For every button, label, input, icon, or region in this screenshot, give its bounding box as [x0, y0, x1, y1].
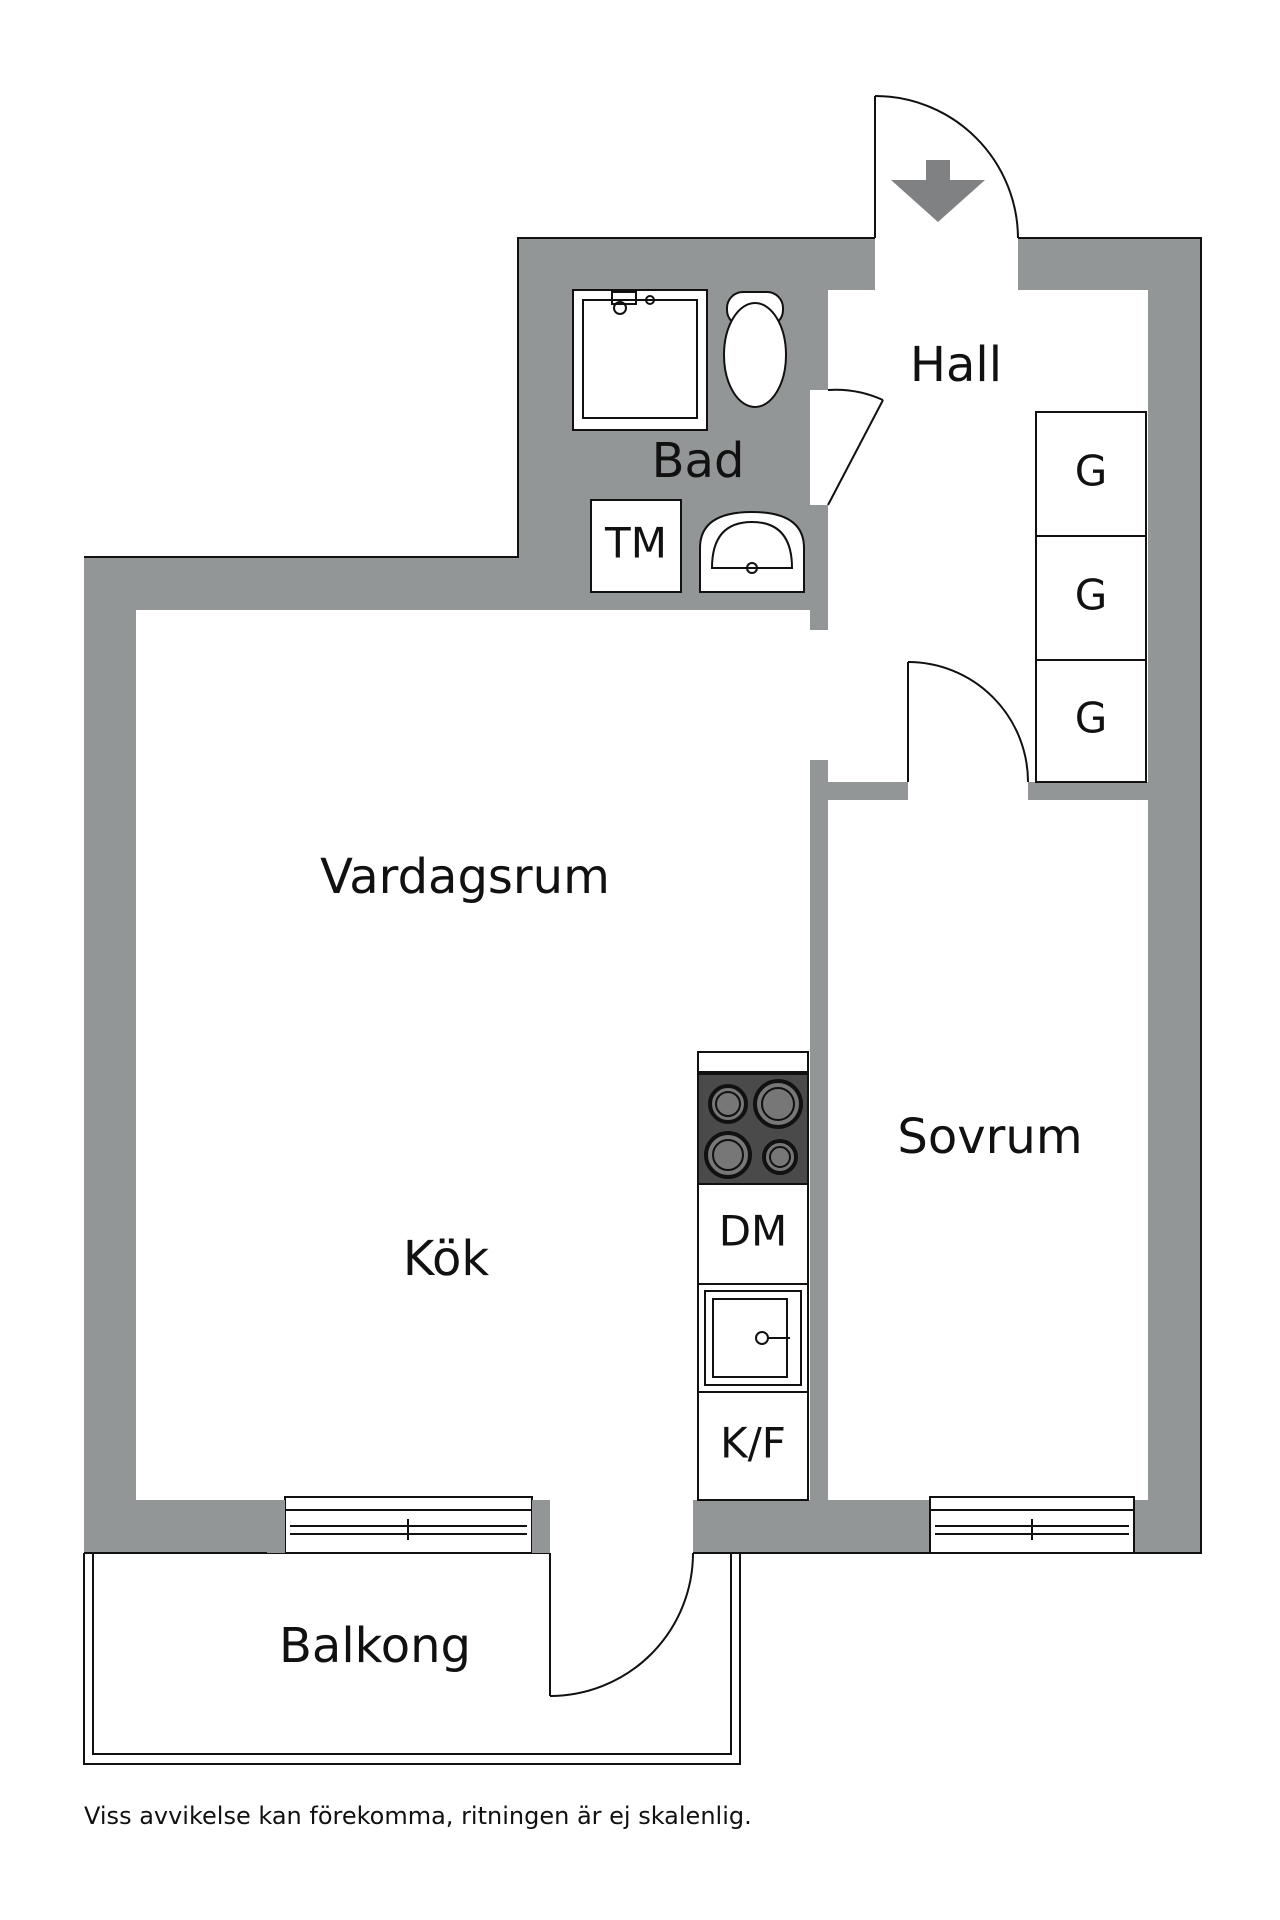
window-bedroom	[929, 1496, 1135, 1554]
dm-box	[697, 1183, 809, 1285]
window-living	[267, 1496, 550, 1554]
room-label-kok: Kök	[403, 1231, 489, 1287]
balcony	[83, 1553, 741, 1765]
room-label-vardagsrum: Vardagsrum	[320, 849, 610, 905]
wardrobe-label: G	[1075, 571, 1108, 620]
disclaimer-note: Viss avvikelse kan förekomma, ritningen …	[84, 1802, 752, 1830]
washbasin-icon	[699, 510, 805, 593]
room-label-hall: Hall	[910, 337, 1002, 393]
fixture-label-dm: DM	[719, 1207, 788, 1256]
room-label-sovrum: Sovrum	[897, 1109, 1082, 1165]
room-label-balkong: Balkong	[279, 1618, 471, 1674]
kf-box	[697, 1391, 809, 1501]
fixture-label-kf: K/F	[720, 1419, 786, 1468]
entrance-door	[874, 95, 1019, 239]
wardrobes	[1035, 411, 1147, 783]
toilet-icon	[723, 291, 787, 408]
tm-box	[590, 499, 682, 593]
wardrobe-label: G	[1075, 447, 1108, 496]
sink-icon	[697, 1283, 809, 1393]
balcony-door	[549, 1552, 694, 1697]
wall-outlines	[84, 237, 1202, 1554]
shower-icon	[572, 289, 708, 431]
room-label-bad: Bad	[652, 433, 745, 489]
stove-icon	[697, 1073, 809, 1185]
bedroom-door	[907, 661, 1029, 783]
fixture-label-tm: TM	[604, 519, 667, 568]
wardrobe-label: G	[1075, 694, 1108, 743]
bath-door	[827, 388, 884, 506]
walls	[84, 238, 1201, 1553]
entrance-arrow-icon	[891, 160, 985, 222]
